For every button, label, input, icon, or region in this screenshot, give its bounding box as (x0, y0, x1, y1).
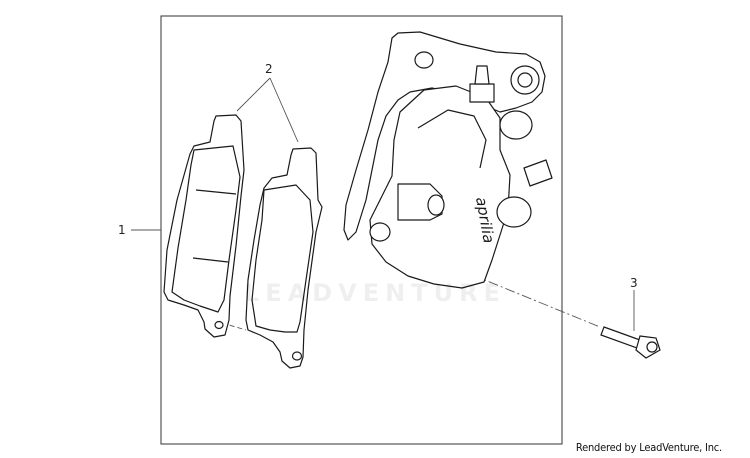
caliper-piston-upper (499, 110, 533, 140)
bracket-side-hole (517, 72, 533, 88)
pad-rear-friction (171, 145, 241, 313)
caliper-bolt (600, 326, 661, 359)
slide-pin-end (427, 194, 445, 216)
caliper-fitting (523, 159, 553, 187)
pad-front-friction (251, 184, 314, 333)
leader-line-2a (236, 77, 271, 112)
pad-rear-slot (195, 189, 237, 195)
caliper-piston-lower (496, 196, 532, 228)
pad-rear-hole (214, 320, 224, 330)
brake-caliper (343, 31, 553, 289)
brake-pad-front (245, 147, 323, 369)
caliper-body-contour (417, 109, 487, 169)
footer-credit: Rendered by LeadVenture, Inc. (575, 441, 722, 454)
pad-rear-slot-2 (192, 257, 229, 263)
bleed-nipple-base (469, 83, 495, 103)
callout-label-assembly: 1 (118, 223, 126, 237)
watermark-text: LEADVENTURE (244, 279, 506, 307)
caliper-bracket (343, 31, 546, 241)
callout-label-pads: 2 (265, 62, 273, 76)
leader-line-2b (269, 77, 299, 143)
pad-front-hole (291, 351, 303, 361)
caliper-body (369, 85, 511, 289)
bolt-hex-socket (646, 341, 658, 353)
brake-pad-rear (163, 114, 245, 338)
callout-label-bolt: 3 (630, 276, 638, 290)
bracket-upper-hole (414, 51, 434, 69)
caliper-mount-hole (369, 222, 391, 242)
bleed-nipple-stem (474, 65, 490, 85)
